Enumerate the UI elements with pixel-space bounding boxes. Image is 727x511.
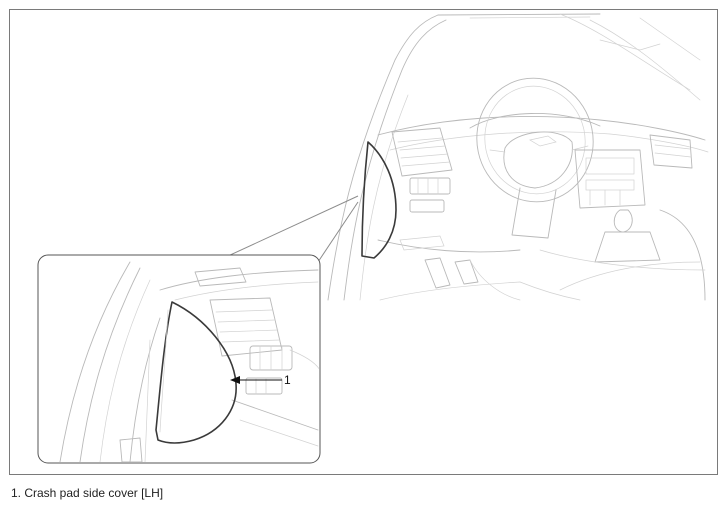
callout-number: 1 <box>284 373 291 387</box>
crash-pad-side-cover-detail <box>155 301 237 444</box>
figure-caption: 1. Crash pad side cover [LH] <box>11 486 164 500</box>
leader-line-bottom <box>317 201 359 263</box>
crash-pad-side-cover-main <box>361 141 397 259</box>
callout-arrowhead-icon <box>230 376 240 384</box>
detail-inset: 1 <box>37 254 321 464</box>
leader-line-top <box>227 195 359 257</box>
main-interior-view <box>327 13 709 301</box>
detail-inset-border <box>37 254 321 464</box>
